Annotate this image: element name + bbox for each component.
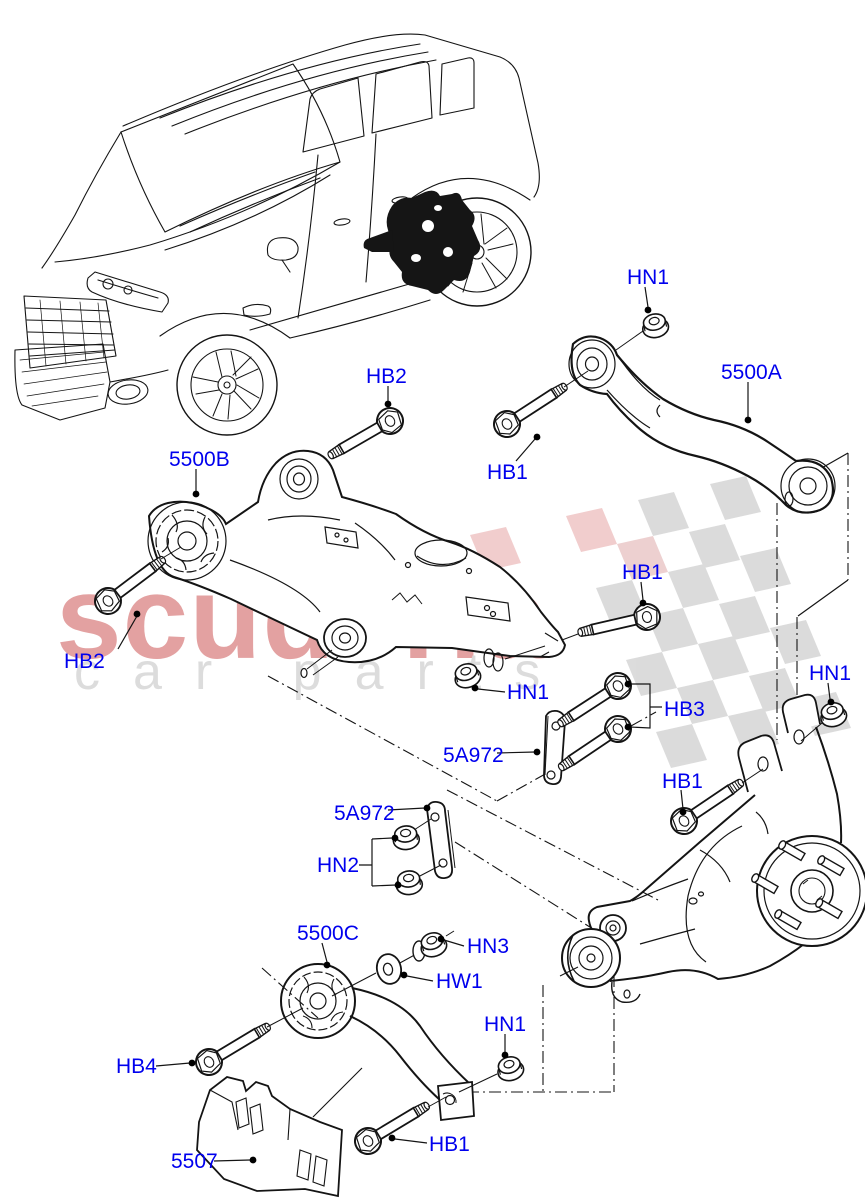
highlighted-rear-suspension: [363, 190, 481, 294]
leader-dots: [133, 306, 835, 1164]
wheel-studs: [751, 840, 845, 931]
part-5500c-link: [280, 930, 475, 1122]
callout-part-5500a[interactable]: 5500A: [721, 361, 782, 384]
callout-leaders: [117, 286, 835, 1164]
part-5507-shield: [196, 1067, 363, 1198]
part-5500a-upper-arm: [568, 335, 836, 514]
callout-part-5a972-right[interactable]: 5A972: [443, 744, 504, 767]
callout-hb4[interactable]: HB4: [116, 1055, 157, 1078]
callout-hn1-right[interactable]: HN1: [809, 662, 851, 685]
callout-hn1-mid[interactable]: HN1: [507, 681, 549, 704]
callout-hb2-left[interactable]: HB2: [64, 650, 105, 673]
callout-part-5a972-left[interactable]: 5A972: [334, 802, 395, 825]
callout-part-5507[interactable]: 5507: [171, 1150, 218, 1173]
callout-hb2-top[interactable]: HB2: [366, 365, 407, 388]
nut-hn1-bottom: [493, 1053, 527, 1085]
part-5500b-lower-arm: [147, 449, 567, 679]
bolt-hb4: [190, 1013, 278, 1081]
callout-hb3[interactable]: HB3: [664, 698, 705, 721]
callout-hb1-top[interactable]: HB1: [487, 461, 528, 484]
callout-hw1[interactable]: HW1: [436, 970, 483, 993]
fasteners: [88, 310, 850, 1160]
part-5a972-left-plate: [426, 800, 456, 880]
callout-part-5500c[interactable]: 5500C: [297, 922, 359, 945]
callout-hn3[interactable]: HN3: [467, 935, 509, 958]
callout-hb1-mid[interactable]: HB1: [622, 561, 663, 584]
vehicle-illustration: [14, 33, 540, 436]
part-rear-knuckle: [559, 693, 865, 1004]
callout-hn1-top[interactable]: HN1: [627, 266, 669, 289]
nut-hn1-top: [639, 310, 672, 341]
callout-part-5500b[interactable]: 5500B: [169, 448, 230, 471]
callout-hb1-bottom[interactable]: HB1: [429, 1133, 470, 1156]
bolt-hb1-bottom: [349, 1092, 437, 1160]
bolt-axis-lines: [160, 330, 823, 1108]
callout-hb1-right[interactable]: HB1: [662, 770, 703, 793]
callout-labels: HN1 5500A HB2 HB1 5500B HB2 HB1 HN1 HB3 …: [64, 266, 851, 1173]
callout-hn2[interactable]: HN2: [317, 854, 359, 877]
bolt-hb2-top: [321, 402, 409, 469]
washer-hw1: [373, 950, 405, 988]
callout-hn1-bottom[interactable]: HN1: [484, 1013, 526, 1036]
bolt-hb1-top: [488, 373, 575, 443]
